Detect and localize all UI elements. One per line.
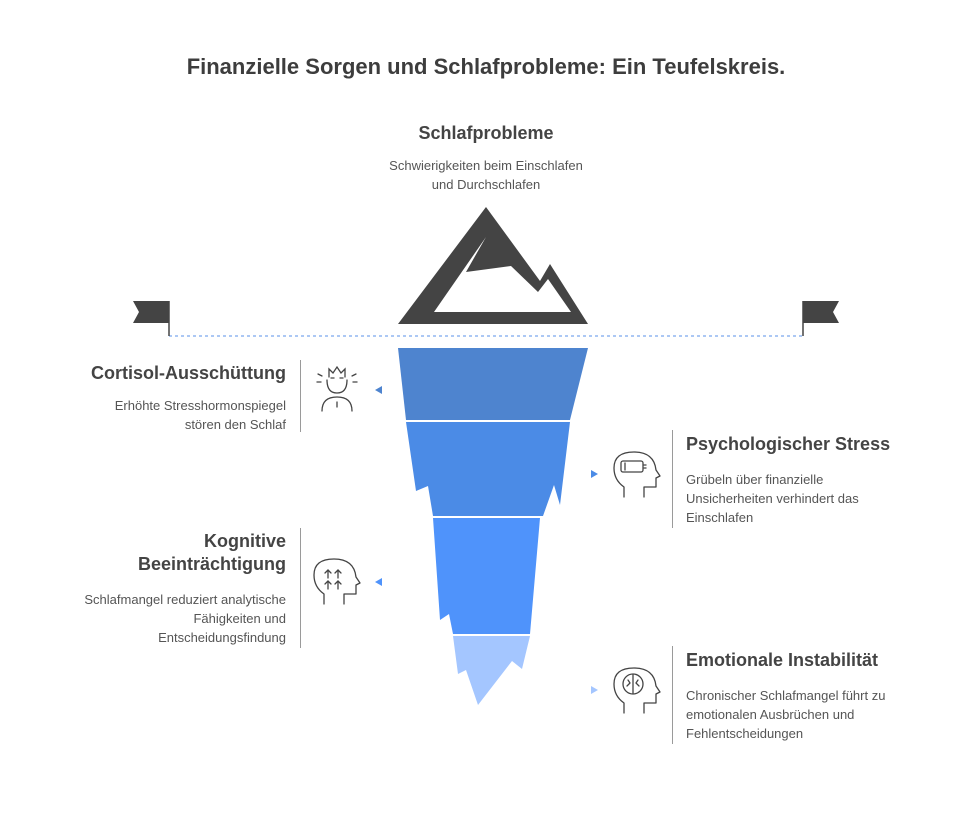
item-description-line: Fähigkeiten und (193, 611, 286, 626)
item-description-line: Erhöhte Stresshormonspiegel (114, 398, 286, 413)
tip-description-line: und Durchschlafen (431, 177, 541, 192)
stressed-person-icon (316, 365, 358, 412)
separator-psychological (672, 430, 673, 528)
item-description-line: Grübeln über finanzielle (686, 472, 824, 487)
iceberg-segment-cognitive (433, 518, 540, 634)
separator-emotional (672, 646, 673, 744)
item-heading-line: Beeinträchtigung (137, 554, 286, 574)
head-battery-icon (613, 451, 661, 498)
page-title: Finanzielle Sorgen und Schlafprobleme: E… (186, 54, 786, 79)
item-heading-emotional: Emotionale Instabilität (686, 649, 956, 672)
item-description-psychological: Grübeln über finanzielle Unsicherheiten … (686, 470, 956, 527)
tip-description: Schwierigkeiten beim Einschlafen und Dur… (336, 156, 636, 194)
iceberg-segment-emotional (453, 636, 530, 705)
item-description-line: stören den Schlaf (184, 417, 286, 432)
flag-right-icon (803, 301, 839, 323)
pointer-arrow-psychological (591, 470, 598, 478)
item-description-line: Einschlafen (686, 510, 754, 525)
item-description-line: Schlafmangel reduziert analytische (84, 592, 286, 607)
item-heading-line: Kognitive (203, 531, 286, 551)
item-description-line: Unsicherheiten verhindert das (686, 491, 859, 506)
item-heading-cognitive: Kognitive Beeinträchtigung (20, 530, 286, 576)
item-description-line: Chronischer Schlafmangel führt zu (686, 688, 886, 703)
mountain-icon (398, 207, 588, 324)
item-heading-line: Psychologischer Stress (686, 434, 891, 454)
head-arrows-icon (313, 558, 361, 605)
item-description-line: Entscheidungsfindung (158, 630, 286, 645)
item-description-cognitive: Schlafmangel reduziert analytische Fähig… (20, 590, 286, 647)
separator-cognitive (300, 528, 301, 648)
head-brain-icon (613, 667, 661, 714)
item-heading-line: Emotionale Instabilität (686, 650, 879, 670)
item-heading-cortisol: Cortisol-Ausschüttung (20, 362, 286, 385)
pointer-arrow-cortisol (375, 386, 382, 394)
iceberg-segment-cortisol (398, 348, 588, 420)
flag-left-icon (133, 301, 169, 323)
separator-cortisol (300, 360, 301, 432)
item-heading-psychological: Psychologischer Stress (686, 433, 956, 456)
item-description-line: Fehlentscheidungen (686, 726, 804, 741)
pointer-arrow-cognitive (375, 578, 382, 586)
item-description-emotional: Chronischer Schlafmangel führt zu emotio… (686, 686, 956, 743)
iceberg-segment-psychological (406, 422, 570, 516)
pointer-arrow-emotional (591, 686, 598, 694)
tip-description-line: Schwierigkeiten beim Einschlafen (389, 158, 583, 173)
item-description-line: emotionalen Ausbrüchen und (686, 707, 855, 722)
tip-heading: Schlafprobleme (418, 123, 554, 143)
item-heading-line: Cortisol-Ausschüttung (91, 363, 286, 383)
item-description-cortisol: Erhöhte Stresshormonspiegel stören den S… (20, 396, 286, 434)
